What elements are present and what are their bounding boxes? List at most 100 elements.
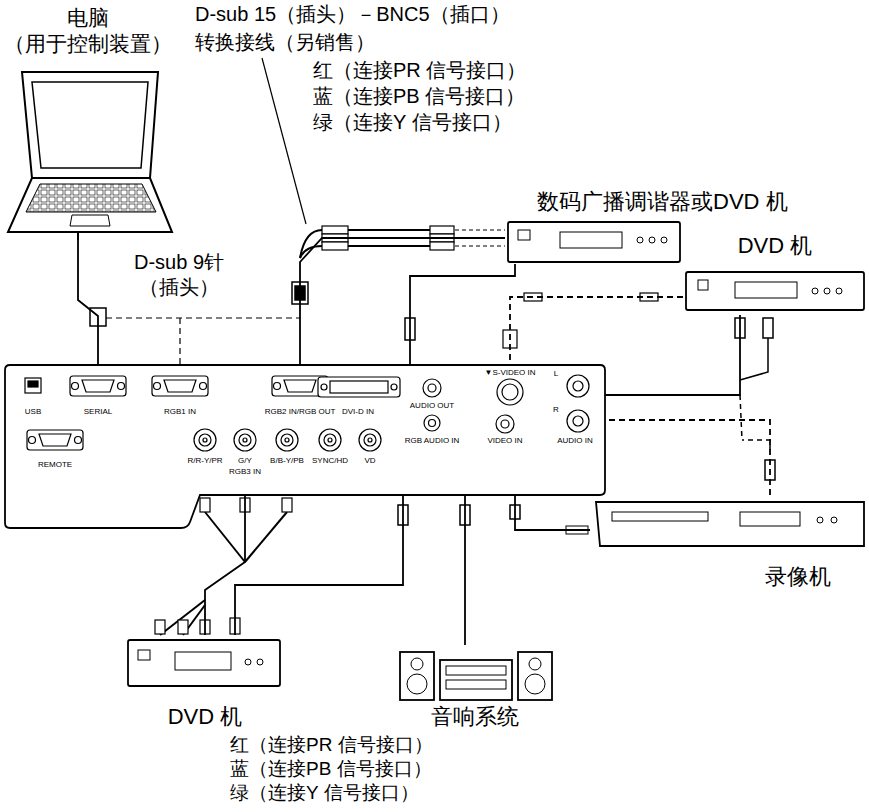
device-node: DVD 机 <box>120 635 290 730</box>
panel-ports <box>281 434 293 446</box>
panel-ports <box>567 410 589 432</box>
port-label: R/R-Y/PR <box>187 456 222 466</box>
device-node: 电脑 （用于控制装置） <box>0 5 175 240</box>
tuner-illustration <box>649 237 655 243</box>
panel-ports <box>368 438 372 442</box>
component-plugs <box>155 620 165 634</box>
device-node: 录像机 <box>590 495 865 595</box>
bnc-cable <box>455 246 505 247</box>
component-cable <box>205 512 245 562</box>
component-plugs <box>155 498 292 634</box>
panel-ports <box>424 415 440 431</box>
port-label: RGB AUDIO IN <box>405 436 460 446</box>
annotation-label: 绿（连接Y 信号接口） <box>313 110 512 135</box>
port-label: L <box>554 369 558 379</box>
panel-ports <box>154 383 161 390</box>
panel-ports <box>234 429 256 451</box>
panel-ports <box>284 380 316 392</box>
panel-ports <box>276 429 298 451</box>
tuner-illustration <box>508 222 680 262</box>
component-plugs <box>282 498 292 512</box>
vcr-illustration <box>740 512 800 526</box>
dvd-illustration <box>175 652 231 670</box>
panel-ports <box>502 384 518 400</box>
rgb-dashed-line <box>106 318 300 365</box>
bnc-cable <box>300 246 322 258</box>
panel-ports <box>324 434 336 446</box>
panel-ports <box>25 375 589 451</box>
dvd-illustration <box>128 640 280 686</box>
panel-ports <box>501 420 509 428</box>
port-label: SYNC/HD <box>312 456 348 466</box>
cable <box>410 264 515 365</box>
panel-ports <box>428 384 436 392</box>
tuner-illustration <box>560 232 622 248</box>
rgb-dashed-line <box>179 318 180 365</box>
panel-ports <box>318 377 400 397</box>
panel-ports <box>496 415 514 433</box>
laptop-illustration <box>8 178 172 232</box>
panel-ports <box>118 383 125 390</box>
annotation-label: 红（连接PR 信号接口） <box>230 733 433 757</box>
vcr-illustration <box>566 502 864 546</box>
port-label: AUDIO IN <box>557 436 593 446</box>
device-label: 录像机 <box>730 563 865 591</box>
port-label: R <box>553 405 559 415</box>
component-plugs <box>200 498 210 512</box>
panel-ports <box>567 375 589 397</box>
cable <box>300 238 505 365</box>
panel-ports <box>72 383 79 390</box>
laptop-illustration <box>8 72 172 240</box>
audio-system-illustration <box>446 666 506 675</box>
tuner-illustration <box>508 222 680 262</box>
panel-ports <box>243 438 247 442</box>
device-node: DVD 机 <box>683 230 867 315</box>
bnc-cable <box>300 230 322 258</box>
annotation-label: 转换接线（另销售） <box>195 30 375 55</box>
component-cable <box>160 512 287 635</box>
port-label: VIDEO IN <box>487 436 522 446</box>
annotation-label: 绿（连接Y 信号接口） <box>230 781 419 805</box>
panel-ports <box>359 429 381 451</box>
vcr-illustration <box>596 502 864 546</box>
annotation-label: D-sub 9针 （插头） <box>118 250 240 300</box>
cable <box>515 495 590 530</box>
port-label: RGB1 IN <box>164 407 196 417</box>
panel-ports <box>321 384 327 390</box>
svideo-plugs <box>503 293 658 348</box>
port-label: DVI-D IN <box>342 407 374 417</box>
port-label: VD <box>364 456 375 466</box>
panel-ports <box>423 379 441 397</box>
panel-ports <box>28 381 38 387</box>
cable <box>605 315 740 395</box>
tuner-illustration <box>518 230 530 240</box>
annotation-label: 蓝（连接PB 信号接口） <box>230 757 432 781</box>
audio-system-illustration <box>400 652 434 700</box>
device-label: 电脑 （用于控制装置） <box>0 5 175 58</box>
bnc-plugs <box>322 242 348 250</box>
panel-ports <box>194 429 216 451</box>
port-label: G/Y <box>238 456 252 466</box>
panel-ports <box>285 438 289 442</box>
cable <box>78 240 98 365</box>
bnc-cable <box>348 245 440 247</box>
port-label: ▼S-VIDEO IN <box>484 368 535 378</box>
port-label: SERIAL <box>84 407 112 417</box>
annotation-label: D-sub 15（插头）－BNC5（插口） <box>195 2 510 27</box>
device-label: DVD 机 <box>683 232 867 260</box>
connector-panel: USBSERIALRGB1 INRGB2 IN/RGB OUTDVI-D INA… <box>5 365 605 495</box>
port-label: AUDIO OUT <box>410 401 454 411</box>
panel-ports <box>25 378 41 393</box>
bnc-plugs <box>430 242 454 250</box>
port-label: RGB2 IN/RGB OUT <box>265 407 336 417</box>
panel-ports <box>39 434 71 446</box>
cable <box>510 297 683 365</box>
cable <box>605 420 770 495</box>
cable <box>205 495 245 635</box>
panel-ports <box>199 434 211 446</box>
panel-ports <box>274 383 281 390</box>
panel-ports <box>200 383 207 390</box>
dvd-illustration <box>138 650 150 660</box>
panel-ports <box>573 381 583 391</box>
